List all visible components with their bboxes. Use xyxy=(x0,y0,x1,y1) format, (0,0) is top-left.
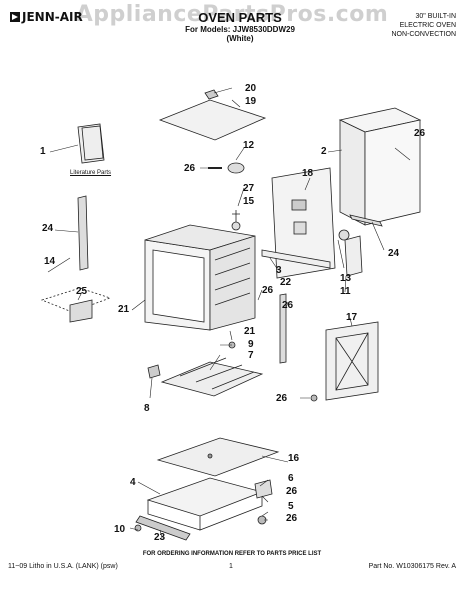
callout-6: 6 xyxy=(288,473,294,484)
appliance-type: ELECTRIC OVEN xyxy=(399,22,456,29)
bottom-vent-cover xyxy=(156,437,280,477)
callout-8: 8 xyxy=(144,403,150,414)
callout-26-leg: 26 xyxy=(286,486,298,497)
brand-name: JENN-AIR xyxy=(22,10,83,24)
callout-7: 7 xyxy=(248,350,254,361)
callout-21-tray: 21 xyxy=(244,326,256,337)
callout-27: 27 xyxy=(243,183,255,194)
callout-13: 13 xyxy=(340,273,352,284)
callout-24-right: 24 xyxy=(388,248,400,259)
part-number: Part No. W10306175 Rev. A xyxy=(368,563,456,570)
callout-17: 17 xyxy=(346,312,358,323)
callout-21-cavity: 21 xyxy=(118,304,130,315)
oven-cavity-opening xyxy=(152,249,205,323)
ordering-info: FOR ORDERING INFORMATION REFER TO PARTS … xyxy=(142,551,322,557)
callout-11: 11 xyxy=(340,286,351,297)
appliance-size: 30" BUILT-IN xyxy=(415,13,456,20)
terminal-block xyxy=(338,229,350,241)
top-cover-clip xyxy=(204,89,219,100)
callout-26-wrapper: 26 xyxy=(414,128,426,139)
page-title: OVEN PARTS xyxy=(198,10,282,25)
door-gasket-strip xyxy=(279,293,287,364)
callout-26-sensor: 26 xyxy=(184,163,196,174)
bottom-pan xyxy=(146,477,264,517)
heat-shield xyxy=(261,249,331,269)
callout-25: 25 xyxy=(76,286,88,297)
callout-2: 2 xyxy=(321,146,327,157)
vent-bracket xyxy=(69,299,93,323)
callout-20: 20 xyxy=(245,83,257,94)
watermark: AppliancePartsPros.com xyxy=(75,2,389,27)
side-trim-strip xyxy=(77,195,89,271)
screw xyxy=(310,394,318,402)
oven-bracket xyxy=(147,364,161,379)
callout-4: 4 xyxy=(130,477,136,488)
brand-logo-icon xyxy=(10,12,20,22)
kick-plate xyxy=(135,515,191,541)
outer-wrapper-side xyxy=(339,119,366,226)
callout-9: 9 xyxy=(248,339,254,350)
callout-23: 23 xyxy=(154,532,166,543)
literature-parts-label: Literature Parts xyxy=(70,170,112,176)
callout-1: 1 xyxy=(40,146,46,157)
callout-26-base: 26 xyxy=(286,513,298,524)
model-color: (White) xyxy=(226,34,254,43)
oven-bottom-tray xyxy=(160,361,264,397)
appliance-variant: NON-CONVECTION xyxy=(391,31,456,38)
litho-info: 11~09 Litho in U.S.A. (LANK) (psw) xyxy=(8,563,118,570)
callout-19: 19 xyxy=(245,96,257,107)
outer-wrapper-back xyxy=(364,119,421,226)
callout-14: 14 xyxy=(44,256,56,267)
leveling-bracket xyxy=(254,479,273,499)
callout-10: 10 xyxy=(114,524,126,535)
callout-3: 3 xyxy=(276,265,282,276)
callout-26-door: 26 xyxy=(276,393,288,404)
callout-18: 18 xyxy=(302,168,314,179)
callout-5: 5 xyxy=(288,501,294,512)
callout-15: 15 xyxy=(243,196,255,207)
model-number: For Models: JJW8530DDW29 xyxy=(185,25,295,34)
screw xyxy=(134,524,142,532)
page-number: 1 xyxy=(229,563,233,570)
callout-22: 22 xyxy=(280,277,292,288)
callout-16: 16 xyxy=(288,453,300,464)
callout-24-left: 24 xyxy=(42,223,54,234)
vent-duct xyxy=(344,235,363,277)
thermostat-sensor xyxy=(227,162,245,174)
callout-26-cavity: 26 xyxy=(262,285,274,296)
oven-cavity-side xyxy=(209,235,256,331)
appliance-description: 30" BUILT-IN ELECTRIC OVEN NON-CONVECTIO… xyxy=(391,12,456,39)
callout-12: 12 xyxy=(243,140,255,151)
top-cover-plate xyxy=(158,99,267,141)
brand-logo: JENN-AIR xyxy=(10,10,83,24)
header-title-block: OVEN PARTS For Models: JJW8530DDW29 (Whi… xyxy=(170,10,310,43)
wrapper-trim-strip xyxy=(349,214,383,227)
callout-26-strip: 26 xyxy=(282,300,294,311)
